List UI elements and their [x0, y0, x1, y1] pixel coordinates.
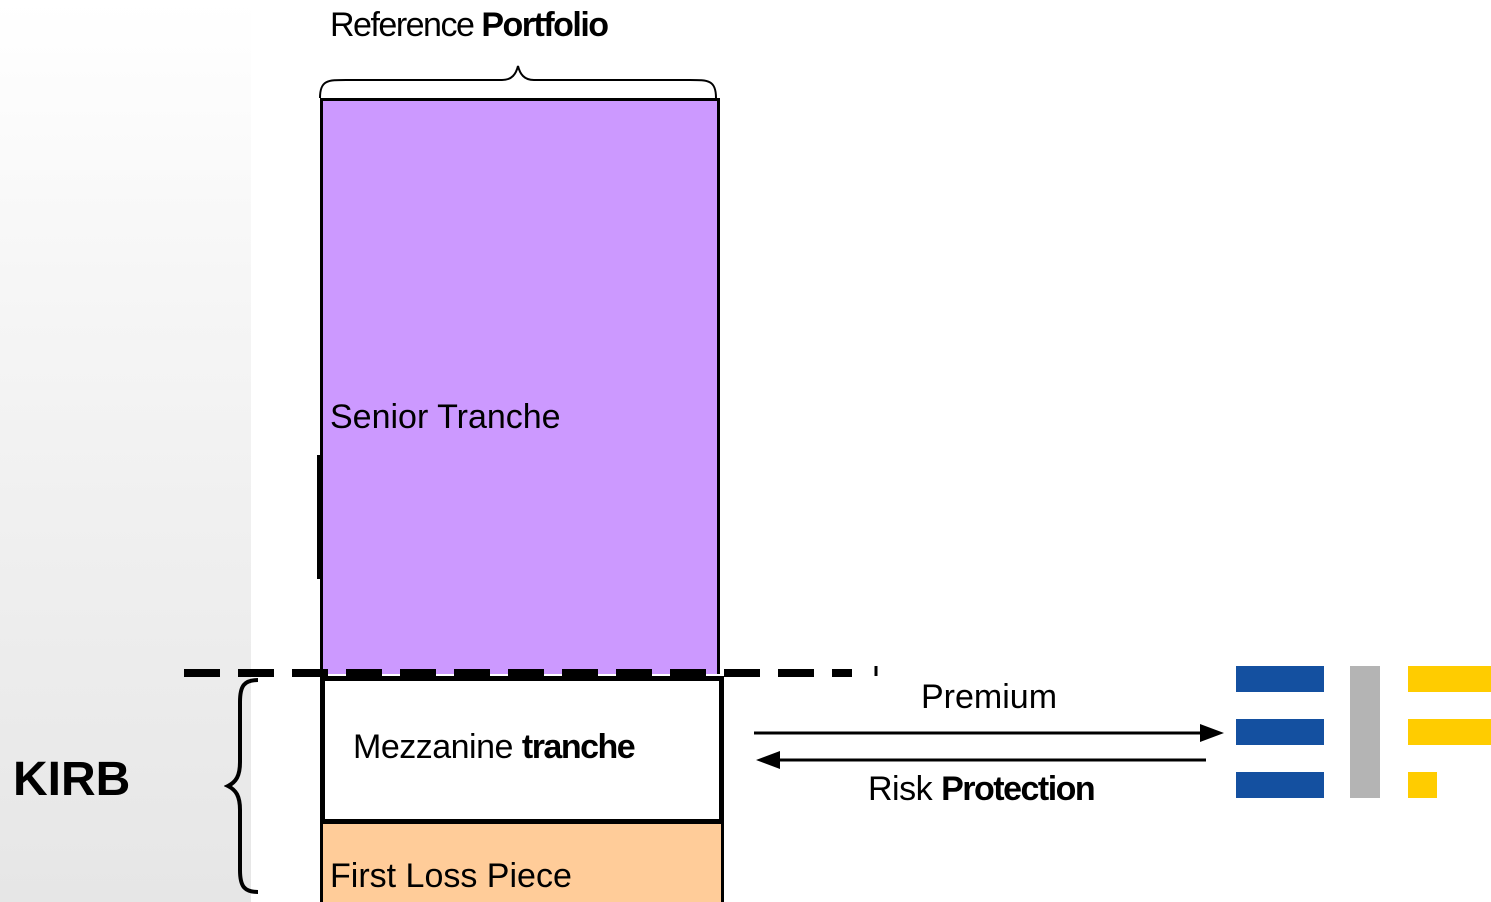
- logo-yellow-bar-3: [1408, 772, 1437, 798]
- logo-blue-bar-1: [1236, 666, 1324, 692]
- premium-arrowhead: [1200, 724, 1224, 742]
- risk-normal: Risk: [868, 770, 942, 808]
- title-bold: Portfolio: [481, 6, 609, 44]
- kirb-brace: [224, 678, 259, 894]
- risk-protection-label: Risk Protection: [868, 770, 1096, 809]
- senior-tranche-label: Senior Tranche: [330, 398, 561, 436]
- mezzanine-normal: Mezzanine: [353, 728, 522, 766]
- logo-blue-bar-2: [1236, 719, 1324, 745]
- first-loss-label: First Loss Piece: [330, 857, 572, 895]
- logo-yellow-bar-2: [1408, 719, 1491, 745]
- mezzanine-bold: tranche: [521, 728, 636, 766]
- side-gradient-panel: [0, 0, 251, 902]
- first-loss-block: [320, 824, 724, 902]
- flow-arrows: [754, 724, 1224, 769]
- logo-yellow-bar-1: [1408, 666, 1491, 692]
- logo-gray-bar: [1350, 666, 1380, 798]
- diagram-title: Reference Portfolio: [330, 6, 609, 45]
- title-normal: Reference: [330, 6, 482, 44]
- risk-protection-arrowhead: [756, 751, 780, 769]
- premium-label: Premium: [921, 678, 1058, 716]
- mezzanine-tranche-block: [320, 676, 724, 824]
- portfolio-brace: [319, 65, 717, 99]
- risk-bold: Protection: [941, 770, 1096, 808]
- mezzanine-tranche-label: Mezzanine tranche: [353, 728, 636, 767]
- kirb-label: KIRB: [13, 753, 131, 806]
- senior-tranche-block: [320, 98, 720, 674]
- kirb-threshold-line: [184, 666, 878, 677]
- senior-left-mark: [317, 455, 321, 579]
- eif-logo: [1236, 666, 1491, 798]
- logo-blue-bar-3: [1236, 772, 1324, 798]
